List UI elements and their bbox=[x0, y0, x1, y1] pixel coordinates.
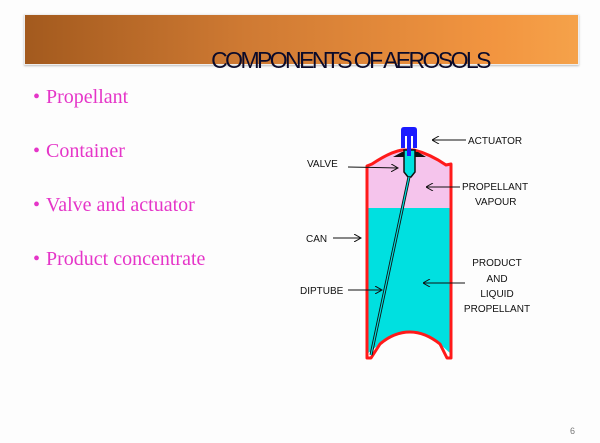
diptube-inner bbox=[370, 176, 410, 356]
label-diptube: DIPTUBE bbox=[300, 286, 344, 297]
valve-body bbox=[403, 149, 416, 178]
slide-title: COMPONENTS OF AEROSOLS bbox=[211, 47, 491, 73]
label-can: CAN bbox=[306, 234, 327, 245]
bullet-list: •Propellant •Container •Valve and actuat… bbox=[33, 86, 205, 302]
liquid-region bbox=[367, 208, 451, 354]
label-product: PRODUCT bbox=[472, 258, 521, 269]
label-product-2: AND bbox=[486, 274, 507, 285]
bullet-item: •Product concentrate bbox=[33, 248, 206, 270]
can-outline bbox=[365, 148, 453, 360]
label-actuator: ACTUATOR bbox=[468, 136, 522, 147]
bullet-item: •Valve and actuator bbox=[33, 194, 195, 216]
actuator-stem bbox=[407, 136, 411, 156]
actuator bbox=[401, 127, 417, 148]
title-banner bbox=[24, 14, 579, 65]
page-number: 6 bbox=[570, 426, 576, 436]
label-propellant-vapour-2: VAPOUR bbox=[475, 197, 517, 208]
valve-arrow bbox=[347, 167, 398, 168]
label-product-3: LIQUID bbox=[480, 289, 513, 300]
label-product-4: PROPELLANT bbox=[464, 304, 530, 315]
bullet-item: •Propellant bbox=[33, 86, 129, 108]
label-propellant-vapour: PROPELLANT bbox=[462, 182, 528, 193]
label-valve: VALVE bbox=[307, 159, 338, 170]
bullet-item: •Container bbox=[33, 140, 125, 162]
